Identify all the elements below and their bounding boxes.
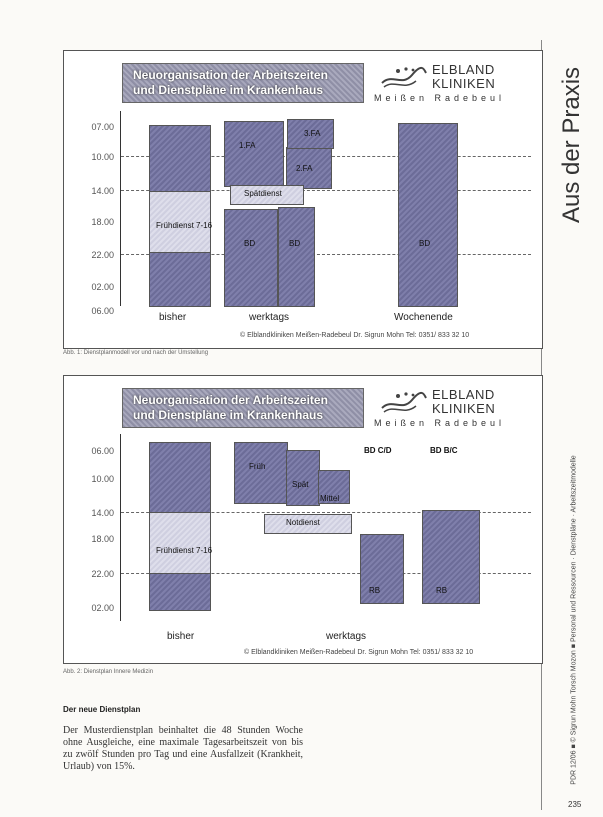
- gridline: [121, 190, 531, 191]
- wave-logo-icon: [381, 67, 427, 88]
- logo-subtitle: Meißen Radebeul: [374, 418, 506, 428]
- bar-label: Frühdienst 7-16: [156, 221, 213, 230]
- bar-label: 3.FA: [304, 129, 321, 138]
- section-title-text: Aus der Praxis: [558, 66, 585, 224]
- bar-label: BD: [244, 239, 256, 248]
- shift-bar: [398, 123, 458, 307]
- x-label: bisher: [167, 631, 195, 642]
- figure-2: Neuorganisation der Arbeitszeiten und Di…: [63, 375, 543, 664]
- elbland-logo: ELBLAND KLINIKEN Meißen Radebeul: [374, 388, 534, 429]
- shift-bar: [224, 121, 284, 187]
- bar-label: 1.FA: [239, 141, 256, 150]
- bar-label: Früh: [249, 462, 266, 471]
- figure-2-title: Neuorganisation der Arbeitszeiten und Di…: [133, 393, 358, 423]
- figure-credit: © Elblandkliniken Meißen-Radebeul Dr. Si…: [244, 649, 474, 656]
- shift-bar: [224, 209, 278, 307]
- tick-label: 10.00: [91, 152, 114, 162]
- shift-bar: [234, 442, 288, 504]
- elbland-logo: ELBLAND KLINIKEN Meißen Radebeul: [374, 63, 534, 104]
- x-label: werktags: [249, 312, 290, 323]
- figure-1-title-line1: Neuorganisation der Arbeitszeiten: [133, 68, 328, 82]
- bar-label: RB: [436, 586, 448, 595]
- figure-1-title: Neuorganisation der Arbeitszeiten und Di…: [133, 68, 358, 98]
- x-label: bisher: [159, 312, 187, 323]
- y-axis: [120, 434, 121, 621]
- figure-2-title-line2: und Dienstpläne im Krankenhaus: [133, 408, 324, 422]
- section-heading: Der neue Dienstplan: [63, 705, 141, 714]
- logo-name-line1: ELBLAND: [432, 387, 495, 402]
- tick-label: 06.00: [91, 446, 114, 456]
- figure-1: Neuorganisation der Arbeitszeiten und Di…: [63, 50, 543, 349]
- shift-bar: [149, 191, 211, 253]
- logo-name: ELBLAND KLINIKEN: [432, 388, 495, 416]
- bar-label: BD C/D: [364, 446, 392, 455]
- bar-label: BD: [419, 239, 431, 248]
- side-metadata-text: PDR 12/06 ■ © Sigrun Mohn Torsch Mozon ■…: [570, 455, 578, 785]
- bar-label: Spät: [292, 480, 309, 489]
- logo-name-line2: KLINIKEN: [432, 401, 496, 416]
- figure-credit: © Elblandkliniken Meißen-Radebeul Dr. Si…: [240, 332, 470, 339]
- bar-label: 2.FA: [296, 164, 313, 173]
- body-paragraph: Der Musterdienstplan beinhaltet die 48 S…: [63, 725, 303, 772]
- shift-bar: [264, 514, 352, 534]
- figure-1-title-line2: und Dienstpläne im Krankenhaus: [133, 83, 324, 97]
- logo-subtitle: Meißen Radebeul: [374, 93, 506, 103]
- side-metadata: PDR 12/06 ■ © Sigrun Mohn Torsch Mozon ■…: [567, 440, 581, 800]
- bar-label: BD: [289, 239, 301, 248]
- section-title-vertical: Aus der Praxis: [557, 40, 587, 250]
- wave-logo-icon: [381, 392, 427, 413]
- figure-2-caption: Abb. 2: Dienstplan Innere Medizin: [63, 669, 154, 675]
- figure-1-title-band: Neuorganisation der Arbeitszeiten und Di…: [122, 63, 364, 103]
- logo-name-line1: ELBLAND: [432, 62, 495, 77]
- bar-label: RB: [369, 586, 381, 595]
- bar-label: BD B/C: [430, 446, 458, 455]
- tick-label: 18.00: [91, 534, 114, 544]
- logo-name: ELBLAND KLINIKEN: [432, 63, 495, 91]
- tick-label: 18.00: [91, 217, 114, 227]
- gridline: [121, 573, 531, 574]
- shift-bar: [230, 185, 304, 205]
- shift-bar: [287, 119, 334, 149]
- gridline: [121, 512, 531, 513]
- page-number: 235: [568, 800, 582, 809]
- bar-label: Notdienst: [286, 518, 320, 527]
- logo-name-line2: KLINIKEN: [432, 76, 496, 91]
- tick-label: 14.00: [91, 508, 114, 518]
- tick-label: 02.00: [91, 603, 114, 613]
- shift-bar: [318, 470, 350, 504]
- x-label: Wochenende: [394, 312, 453, 323]
- bar-label: Mittel: [320, 494, 340, 503]
- bar-label: Spätdienst: [244, 189, 282, 198]
- tick-label: 10.00: [91, 474, 114, 484]
- tick-label: 07.00: [91, 122, 114, 132]
- tick-label: 22.00: [91, 250, 114, 260]
- y-axis: [120, 111, 121, 306]
- x-label: werktags: [326, 631, 367, 642]
- shift-bar: [149, 512, 211, 574]
- tick-label: 22.00: [91, 569, 114, 579]
- shift-bar: [286, 147, 332, 189]
- shift-bar: [278, 207, 315, 307]
- gridline: [121, 254, 531, 255]
- shift-bar: [360, 534, 404, 604]
- shift-bar: [286, 450, 320, 506]
- tick-label: 02.00: [91, 282, 114, 292]
- figure-2-title-line1: Neuorganisation der Arbeitszeiten: [133, 393, 328, 407]
- figure-1-caption: Abb. 1: Dienstplanmodell vor und nach de…: [63, 350, 209, 356]
- tick-label: 14.00: [91, 186, 114, 196]
- figure-2-title-band: Neuorganisation der Arbeitszeiten und Di…: [122, 388, 364, 428]
- tick-label: 06.00: [91, 306, 114, 316]
- shift-bar: [422, 510, 480, 604]
- bar-label: Frühdienst 7-16: [156, 546, 213, 555]
